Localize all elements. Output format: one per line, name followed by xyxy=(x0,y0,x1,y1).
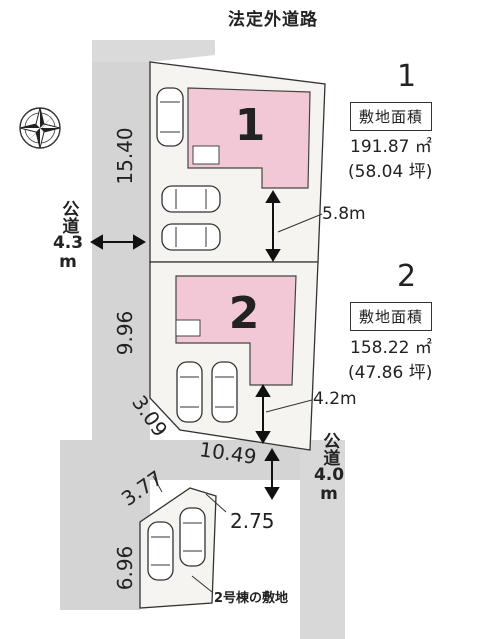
parking-caption: 2号棟の敷地 xyxy=(214,591,289,606)
west-road-label: 公道 4.3 m xyxy=(52,200,84,271)
car-icon xyxy=(179,507,206,567)
parking-edge-c: 6.96 xyxy=(113,546,137,591)
west-road-name: 公道 xyxy=(58,200,79,234)
parking-road xyxy=(60,460,140,610)
car-icon xyxy=(211,361,238,423)
lot-2-number: 2 xyxy=(397,259,417,294)
west-road-width: 4.3 xyxy=(52,233,84,253)
south-road-label: 公道 4.0 m xyxy=(312,432,346,503)
car-icon xyxy=(147,521,174,581)
south-road-name: 公道 xyxy=(319,432,340,466)
lot-1-setback: 5.8m xyxy=(322,204,366,224)
lot-2-setback: 4.2m xyxy=(313,389,357,409)
top-road-label: 法定外道路 xyxy=(228,10,318,30)
parking-edge-b: 2.75 xyxy=(230,509,275,533)
south-road-width: 4.0 xyxy=(313,465,345,485)
lot-2-area-tsubo: (47.86 坪) xyxy=(348,363,433,383)
car-icon xyxy=(161,223,221,251)
compass-rose-icon xyxy=(19,107,61,149)
lot-1-number: 1 xyxy=(397,59,417,94)
lot-1-area-tsubo: (58.04 坪) xyxy=(348,162,433,182)
lot-2-area-label: 敷地面積 xyxy=(350,302,433,331)
car-icon xyxy=(161,185,221,213)
house-2-number: 2 xyxy=(229,288,260,339)
top-road xyxy=(92,40,215,62)
lot-1-area-sqm: 191.87 ㎡ xyxy=(350,137,432,157)
east-road xyxy=(300,440,345,639)
house-1-number: 1 xyxy=(235,100,266,151)
lot-2-area-sqm: 158.22 ㎡ xyxy=(350,338,432,358)
entrance-1 xyxy=(192,145,220,165)
car-icon xyxy=(156,87,184,147)
entrance-2 xyxy=(175,319,201,337)
house-2 xyxy=(175,275,297,386)
lot-2-west-edge: 9.96 xyxy=(113,311,137,356)
lot-1-west-edge: 15.40 xyxy=(113,127,137,184)
west-road-unit: m xyxy=(59,251,77,272)
car-icon xyxy=(176,361,203,423)
south-road-unit: m xyxy=(320,483,338,504)
lot-1-area-label: 敷地面積 xyxy=(350,102,433,131)
